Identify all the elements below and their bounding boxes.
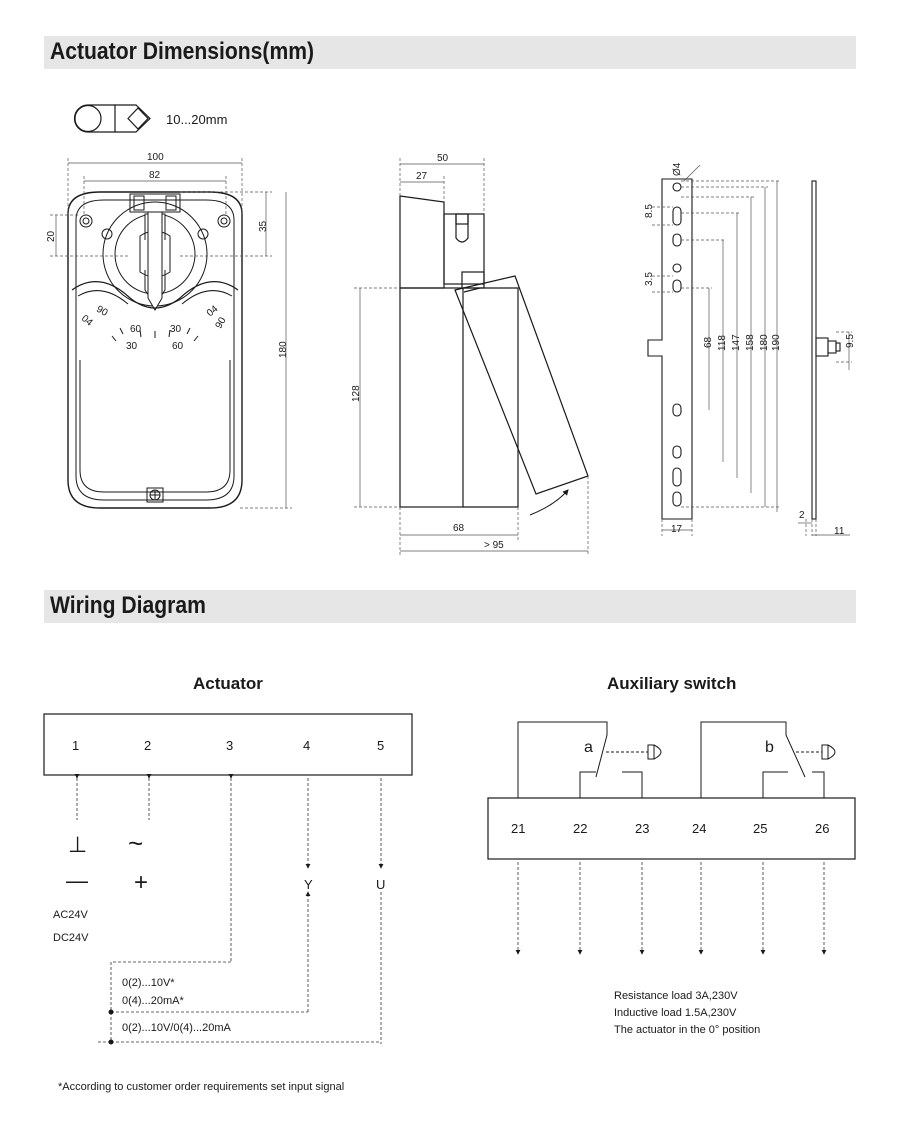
bracket-edge-view xyxy=(811,180,841,520)
actuator-terminal: 3 xyxy=(226,738,233,753)
switch-a-label: a xyxy=(584,739,593,756)
dim-bracket-17: 17 xyxy=(671,524,683,535)
front-view xyxy=(67,191,243,509)
ground-symbol: ⊥ xyxy=(68,832,87,857)
signal-y: Y xyxy=(304,877,313,892)
aux-note-2: Inductive load 1.5A,230V xyxy=(614,1007,737,1019)
actuator-terminal: 5 xyxy=(377,738,384,753)
dimensions-title: Actuator Dimensions(mm) xyxy=(50,38,315,65)
wiring-header: Wiring Diagram xyxy=(44,590,856,623)
aux-switch-title: Auxiliary switch xyxy=(607,674,736,693)
bracket-edge-dimensions xyxy=(798,331,852,536)
dim-bracket-180: 180 xyxy=(759,334,770,351)
dimensions-header: Actuator Dimensions(mm) xyxy=(44,36,856,69)
dim-side-27: 27 xyxy=(416,171,428,182)
dim-bracket-85: 8.5 xyxy=(644,204,655,218)
front-scale-labels: 90 04 60 30 30 60 04 90 xyxy=(79,303,229,352)
signal-u: U xyxy=(376,877,385,892)
dim-bracket-158: 158 xyxy=(745,334,756,351)
dim-bracket-68: 68 xyxy=(703,336,714,348)
dim-edge-11: 11 xyxy=(834,526,845,537)
dim-side-95: > 95 xyxy=(484,540,504,551)
shaft-range-label: 10...20mm xyxy=(166,112,227,127)
dim-side-68: 68 xyxy=(453,523,465,534)
dim-front-82: 82 xyxy=(149,170,161,181)
minus-symbol: — xyxy=(66,868,88,893)
aux-switch-circuits xyxy=(517,721,836,798)
actuator-terminal: 4 xyxy=(303,738,310,753)
supply-ac: AC24V xyxy=(53,909,89,921)
actuator-terminal: 2 xyxy=(144,738,151,753)
dim-bracket-35: 3.5 xyxy=(644,272,655,286)
svg-text:30: 30 xyxy=(126,341,138,352)
aux-terminal: 25 xyxy=(753,821,767,836)
output-signal: 0(2)...10V/0(4)...20mA xyxy=(122,1022,231,1034)
junction-dot xyxy=(108,1009,114,1015)
ac-symbol: ~ xyxy=(128,828,143,858)
bracket-dimensions xyxy=(652,164,780,536)
actuator-terminal-block xyxy=(43,713,413,776)
aux-terminal: 22 xyxy=(573,821,587,836)
dim-bracket-118: 118 xyxy=(717,335,728,351)
dim-edge-95: 9.5 xyxy=(845,334,856,348)
aux-note-3: The actuator in the 0° position xyxy=(614,1024,760,1036)
side-dimensions xyxy=(354,158,589,556)
dim-side-50: 50 xyxy=(437,153,449,164)
aux-note-1: Resistance load 3A,230V xyxy=(614,990,738,1002)
front-dimensions xyxy=(50,158,292,509)
svg-text:60: 60 xyxy=(130,324,142,335)
svg-text:90: 90 xyxy=(214,315,229,331)
actuator-terminals: 1 2 3 4 5 xyxy=(72,738,384,753)
aux-terminal: 23 xyxy=(635,821,649,836)
dim-bracket-147: 147 xyxy=(731,334,742,351)
actuator-wires xyxy=(74,774,384,1044)
dim-edge-2: 2 xyxy=(799,510,805,521)
footnote: *According to customer order requirement… xyxy=(58,1081,344,1093)
dim-side-128: 128 xyxy=(351,385,362,402)
bracket-view xyxy=(647,178,693,520)
svg-text:60: 60 xyxy=(172,341,184,352)
dim-front-35: 35 xyxy=(258,220,269,232)
junction-dot xyxy=(108,1039,114,1045)
svg-text:04: 04 xyxy=(79,313,95,329)
wiring-title: Wiring Diagram xyxy=(50,592,206,619)
actuator-title: Actuator xyxy=(193,674,263,693)
dim-front-180: 180 xyxy=(278,341,289,358)
actuator-terminal: 1 xyxy=(72,738,79,753)
supply-dc: DC24V xyxy=(53,932,89,944)
input-current: 0(4)...20mA* xyxy=(122,995,184,1007)
switch-b-label: b xyxy=(765,739,774,756)
dim-front-100: 100 xyxy=(147,152,164,163)
input-voltage: 0(2)...10V* xyxy=(122,977,175,989)
rotation-arrow xyxy=(529,489,569,516)
svg-text:90: 90 xyxy=(94,304,110,319)
aux-terminal-block xyxy=(487,797,856,860)
aux-terminal: 24 xyxy=(692,821,706,836)
aux-terminals: 21 22 23 24 25 26 xyxy=(511,821,829,836)
svg-text:30: 30 xyxy=(170,324,182,335)
side-view xyxy=(399,195,589,508)
dim-bracket-190: 190 xyxy=(771,334,782,351)
plus-symbol: + xyxy=(134,869,148,896)
aux-terminal: 21 xyxy=(511,821,525,836)
dim-bracket-hole: Ø4 xyxy=(672,162,683,176)
aux-terminal: 26 xyxy=(815,821,829,836)
shaft-symbol xyxy=(73,104,151,133)
dim-front-20: 20 xyxy=(46,230,57,242)
aux-wires xyxy=(515,862,827,955)
